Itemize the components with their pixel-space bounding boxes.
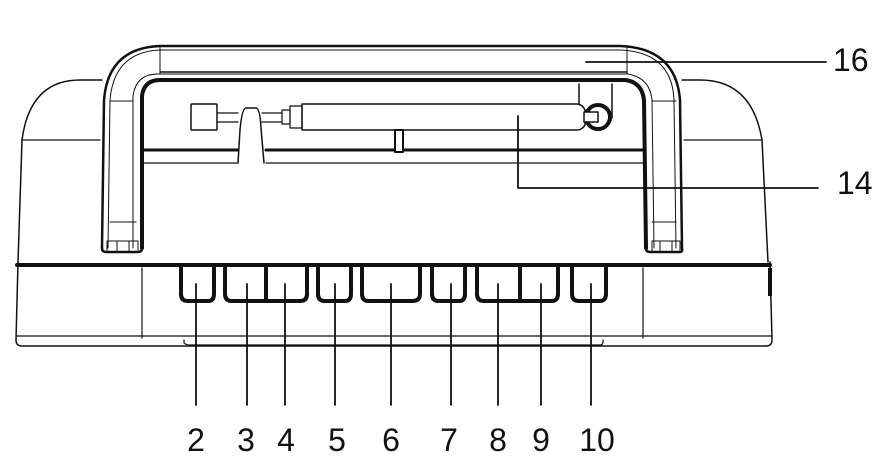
callout-8: 8: [489, 422, 507, 458]
callout-5: 5: [328, 422, 346, 458]
callout-16: 16: [833, 42, 869, 78]
antenna-rod: [301, 103, 586, 131]
callout-10: 10: [579, 422, 615, 458]
body-outline: [17, 79, 103, 263]
callout-7: 7: [440, 422, 458, 458]
callout-3: 3: [237, 422, 255, 458]
callout-9: 9: [532, 422, 550, 458]
callout-2: 2: [187, 422, 205, 458]
callout-14: 14: [837, 165, 873, 201]
handle-outer: [100, 44, 684, 250]
callout-4: 4: [277, 422, 295, 458]
button-row: [179, 266, 608, 303]
antenna-knob: [190, 103, 218, 131]
bottom-leader-lines: [195, 283, 592, 406]
leader-14: [517, 115, 819, 189]
handle-inner: [140, 78, 648, 250]
callout-6: 6: [382, 422, 400, 458]
